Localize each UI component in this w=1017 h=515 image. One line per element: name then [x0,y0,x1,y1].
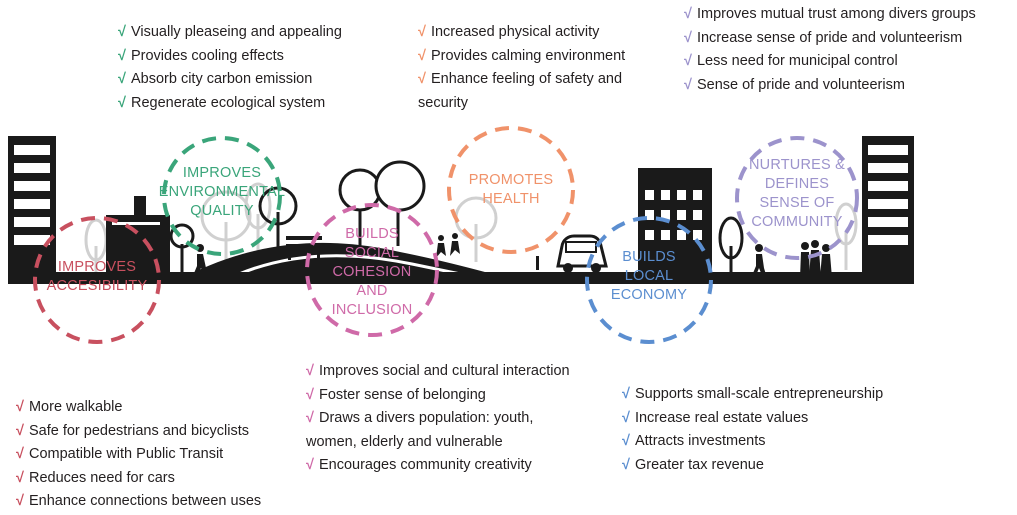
list-item: √Visually pleaseing and appealing [118,24,342,40]
list-item: √More walkable [16,399,123,415]
list-item: √Safe for pedestrians and bicyclists [16,422,249,439]
label-social: BUILDS SOCIAL COHESION AND INCLUSION [331,226,413,318]
list-item: √Enhance feeling of safety and security [418,71,623,111]
circle-community [735,136,859,260]
trees-center [338,160,426,246]
list-item: √Improves social and cultural interactio… [306,363,570,379]
label-community: NURTURES & DEFINES SENSE OF COMMUNITY [749,157,845,230]
ground-line [8,272,914,284]
circle-health [447,126,575,254]
circle-social [305,203,439,337]
list-item: √Compatible with Public Transit [16,446,224,462]
list-item: √Foster sense of belonging [306,386,486,403]
list-item: √Increase sense of pride and volunteeris… [684,29,963,46]
children-playing [436,233,460,258]
list-economy: √Supports small-scale entrepreneurship √… [622,383,883,477]
list-item: √Enhance connections between uses [16,493,262,509]
right-tower [862,136,914,282]
list-item: √Encourages community creativity [306,457,532,473]
list-item: √Provides calming environment [418,47,626,64]
label-economy: BUILDS LOCAL ECONOMY [610,249,688,303]
office-building [638,168,712,282]
label-environment: IMPROVES ENVIRONMENTAL QUALITY [158,165,286,219]
list-environment: √Visually pleaseing and appealing √Provi… [118,21,342,115]
label-health: PROMOTES HEALTH [468,172,554,207]
label-accessibility: IMPROVES ACCESIBILITY [46,259,148,294]
bench [286,236,322,260]
background-trees [84,182,858,272]
list-item: √Provides cooling effects [118,47,284,64]
list-item: √Reduces need for cars [16,469,175,486]
left-tower [8,136,56,282]
list-item: √Draws a divers population: youth, women… [306,410,534,450]
list-item: √Increase real estate values [622,409,809,426]
park-path [221,254,471,284]
list-health: √Increased physical activity √Provides c… [418,21,658,115]
list-item: √Less need for municipal control [684,53,898,69]
list-item: √Supports small-scale entrepreneurship [622,386,884,402]
list-social: √Improves social and cultural interactio… [306,360,606,478]
list-accessibility: √More walkable √Safe for pedestrians and… [16,396,261,514]
circle-accessibility [33,216,161,344]
list-community: √Improves mutual trust among divers grou… [684,3,976,97]
circle-environment [162,136,282,256]
list-item: √Improves mutual trust among divers grou… [684,6,976,22]
street-post [536,256,539,270]
list-item: √Sense of pride and volunteerism [684,76,905,93]
list-item: √Absorb city carbon emission [118,71,313,87]
list-item: √Increased physical activity [418,24,600,40]
list-item: √Greater tax revenue [622,456,764,473]
list-item: √Regenerate ecological system [118,94,326,111]
circle-economy [585,216,713,344]
list-item: √Attracts investments [622,433,766,449]
tree-right [718,216,744,276]
